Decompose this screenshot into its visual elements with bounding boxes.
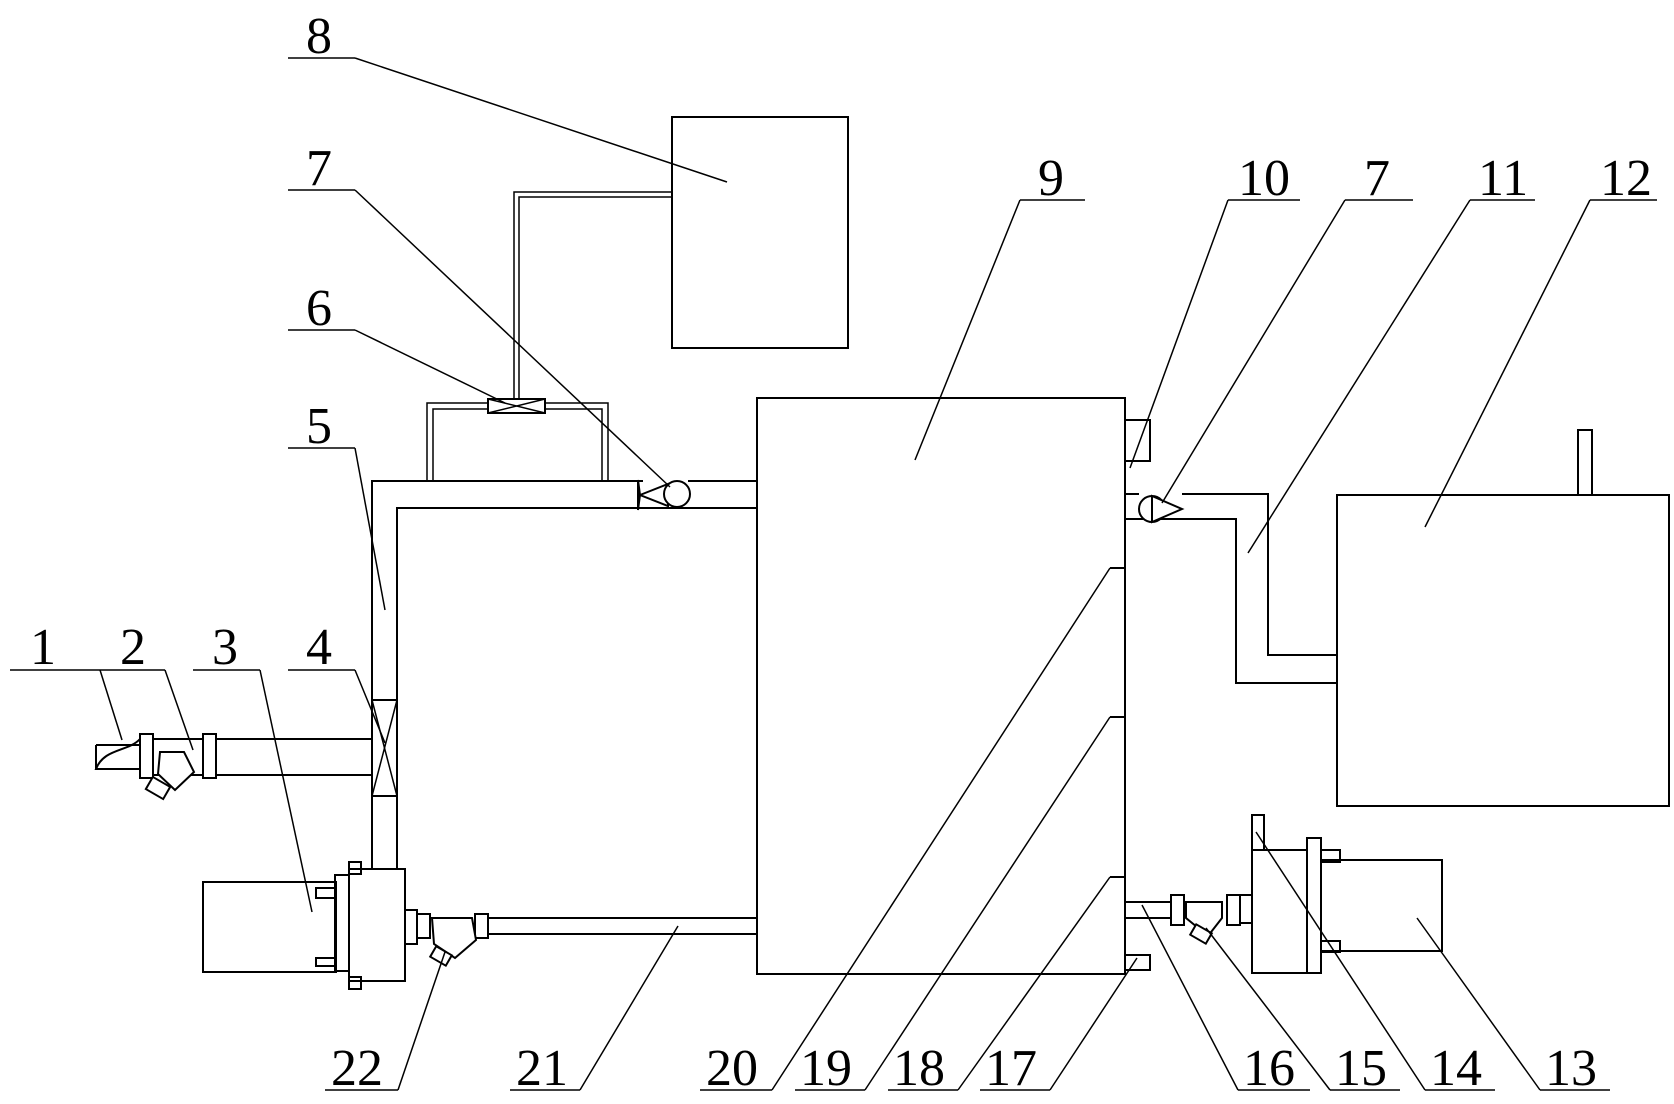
label-3: 3 [212,619,238,676]
component-21-return-pipe [488,917,757,935]
label-20: 20 [706,1040,758,1097]
leader-lines [10,57,1657,1091]
label-21: 21 [516,1040,568,1097]
label-2: 2 [120,619,146,676]
component-12-tank [1336,429,1670,807]
strainer-22 [416,913,489,968]
label-6: 6 [306,280,332,337]
label-22: 22 [331,1040,383,1097]
component-5-main-pipe [371,480,757,869]
label-12: 12 [1600,150,1652,207]
label-7-right: 7 [1364,150,1390,207]
label-17: 17 [985,1040,1037,1097]
label-18: 18 [893,1040,945,1097]
label-8: 8 [306,8,332,65]
label-5: 5 [306,398,332,455]
component-9-main-tank [756,397,1126,975]
component-6-bypass-loop [426,402,609,481]
component-14-pump [1239,814,1341,974]
callout-labels: 8 7 6 5 1 2 3 4 9 10 7 11 12 22 21 20 19… [30,8,1652,1097]
pipe-8-to-6 [513,191,672,398]
component-1-inlet-pipe [94,738,372,776]
label-9: 9 [1038,150,1064,207]
valve-6 [487,398,546,414]
nozzle-10 [1125,419,1151,462]
component-3-pump [202,861,418,990]
label-7-left: 7 [306,140,332,197]
label-15: 15 [1335,1040,1387,1097]
component-13-motor [1320,859,1443,952]
component-11-outlet-pipe [1125,493,1337,684]
label-16: 16 [1243,1040,1295,1097]
label-11: 11 [1478,150,1528,207]
label-4: 4 [306,619,332,676]
label-19: 19 [800,1040,852,1097]
label-13: 13 [1545,1040,1597,1097]
label-10: 10 [1238,150,1290,207]
check-valve-7-left [637,479,691,511]
label-1: 1 [30,619,56,676]
strainer-2 [139,733,217,801]
nozzle-17 [1125,954,1151,971]
check-valve-7-right [1138,494,1185,524]
valve-4 [371,699,398,797]
strainer-15 [1170,894,1241,946]
component-8-tank [671,116,849,349]
label-14: 14 [1430,1040,1482,1097]
